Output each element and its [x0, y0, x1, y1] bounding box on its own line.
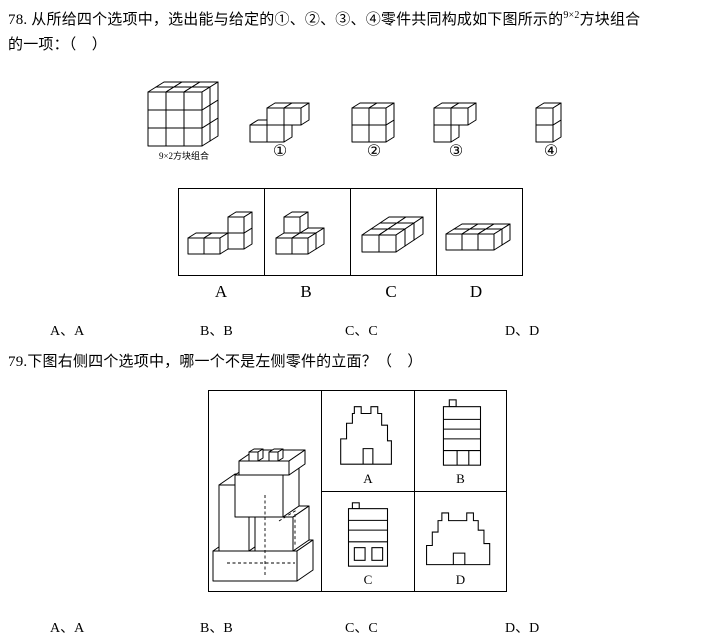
q79-answer-a[interactable]: A、A [50, 621, 85, 636]
q79-option-a-figure [340, 406, 392, 465]
q78-option-d-figure [445, 223, 510, 251]
piece-1-figure [249, 102, 310, 143]
q79-option-label-c: C [363, 572, 373, 587]
q78-option-label-b: B [300, 282, 312, 301]
q78-option-label-d: D [469, 282, 483, 301]
q79-option-label-a: A [363, 471, 373, 486]
q79-part-drawing-cell [209, 391, 322, 591]
piece-1-label: ① [272, 143, 288, 160]
q78-option-label-c: C [385, 282, 397, 301]
q79-question-text: 79.下图右侧四个选项中，哪一个不是左侧零件的立面？（ ） [8, 354, 423, 370]
q79-answer-c[interactable]: C、C [345, 621, 378, 636]
q79-option-d-figure [425, 512, 490, 566]
q78-text-pre: 78. 从所给四个选项中，选出能与给定的①、②、③、④零件共同构成如下图所示的 [8, 12, 564, 28]
q78-text-post: 方块组合 [579, 12, 641, 28]
q78-option-c-cell [350, 189, 436, 275]
block-caption: 9×2方块组合 [158, 151, 210, 161]
q79-option-d-cell: D [414, 491, 506, 591]
q78-option-table [178, 188, 523, 276]
q78-answer-a[interactable]: A、A [50, 324, 85, 339]
q78-answer-d[interactable]: D、D [505, 324, 540, 339]
q79-option-label-d: D [455, 572, 466, 587]
q79-part-figure [212, 448, 314, 582]
q78-question-text-line2: 的一项：（ ） [8, 37, 107, 53]
q79-answer-b[interactable]: B、B [200, 621, 233, 636]
q78-option-a-figure [187, 211, 252, 255]
piece-2-figure [351, 102, 395, 143]
q79-option-c-cell: C [322, 491, 414, 591]
q78-option-c-figure [361, 216, 423, 253]
q79-option-c-figure [347, 502, 389, 567]
q78-superscript: 9×2 [563, 10, 580, 21]
q79-option-b-cell: B [414, 391, 506, 491]
q79-options-grid: A B C [322, 391, 506, 591]
block-9x2-figure [147, 81, 219, 147]
q78-option-b-cell [264, 189, 350, 275]
q79-option-a-cell: A [322, 391, 414, 491]
q78-option-a-cell [179, 189, 264, 275]
q78-question-text-line1: 78. 从所给四个选项中，选出能与给定的①、②、③、④零件共同构成如下图所示的9… [8, 8, 640, 29]
piece-3-label: ③ [448, 143, 464, 160]
q78-option-b-figure [275, 211, 324, 255]
q78-answer-b[interactable]: B、B [200, 324, 233, 339]
q78-answer-c[interactable]: C、C [345, 324, 378, 339]
piece-4-figure [535, 102, 562, 143]
q79-option-b-figure [442, 399, 481, 466]
piece-2-label: ② [366, 143, 382, 160]
piece-4-label: ④ [543, 143, 559, 160]
q79-option-label-b: B [456, 471, 465, 486]
q79-answer-d[interactable]: D、D [505, 621, 540, 636]
piece-3-figure [433, 102, 477, 143]
q78-option-label-a: A [214, 282, 228, 301]
q78-option-d-cell [436, 189, 522, 275]
q79-figure-box: A B C [208, 390, 507, 592]
